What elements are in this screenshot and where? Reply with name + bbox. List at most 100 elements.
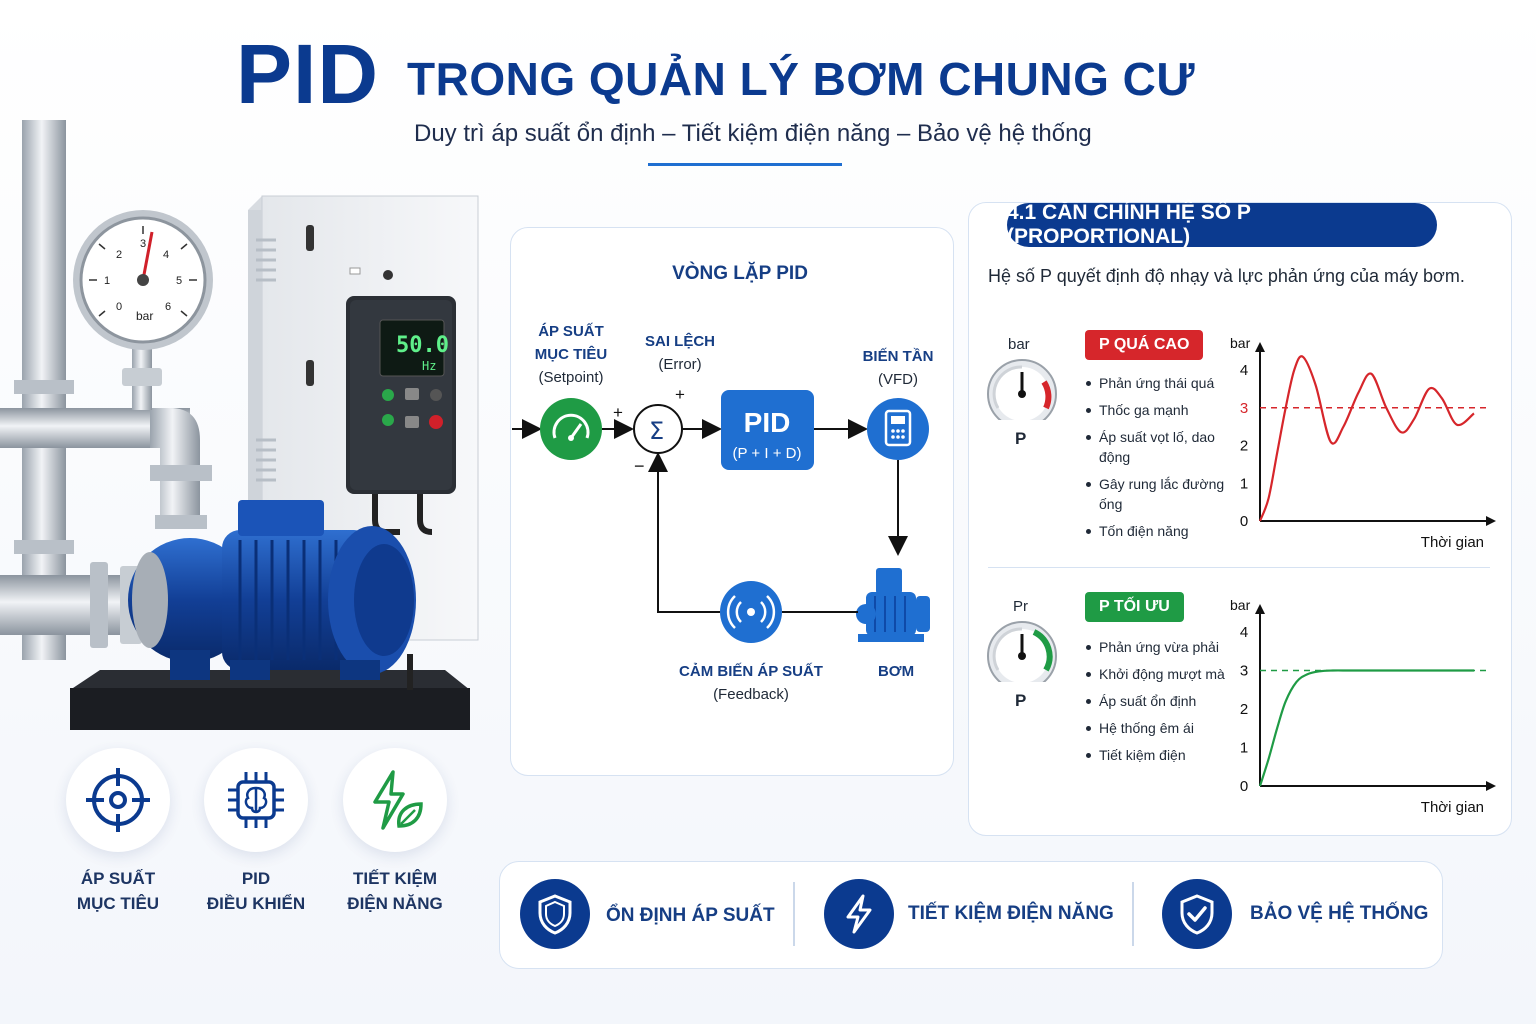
vfd-fwd-button[interactable] xyxy=(382,414,394,426)
benefit-label: ỔN ĐỊNH ÁP SUẤT xyxy=(606,905,775,926)
lightning-icon xyxy=(846,894,872,934)
feature-pid-circle xyxy=(204,748,308,852)
gauge-tick-1: 1 xyxy=(104,275,110,287)
setpoint-node xyxy=(540,398,602,460)
page-subtitle: Duy trì áp suất ổn định – Tiết kiệm điện… xyxy=(414,120,1092,147)
benefit-icon-circle xyxy=(520,879,590,949)
chip-brain-icon xyxy=(228,772,284,828)
list-item: Gây rung lắc đường ống xyxy=(1084,474,1237,514)
title-pid: PID xyxy=(236,27,380,121)
error-label-sub: (Error) xyxy=(658,356,702,373)
section-badge: 4.1 CĂN CHỈNH HỆ SỐ P (PROPORTIONAL) xyxy=(1007,201,1437,248)
vfd-display-unit: Hz xyxy=(422,359,436,373)
sensor-label: CẢM BIẾN ÁP SUẤT (Feedback) xyxy=(660,660,842,706)
vfd-display-value: 50.0 xyxy=(396,333,449,358)
p-tuning-panel xyxy=(968,202,1512,836)
setpoint-label-sub: (Setpoint) xyxy=(538,369,604,386)
sigma-icon: Σ xyxy=(649,417,664,445)
benefit-icon-circle xyxy=(1162,879,1232,949)
chart-high-y-label: bar xyxy=(1230,335,1251,351)
gauge-high-label: P xyxy=(1015,429,1027,448)
gauge-optimal-unit: Pr xyxy=(1013,598,1028,615)
tag-p-optimal: P TỐI ƯU xyxy=(1085,592,1184,622)
setpoint-label-line: MỤC TIÊU xyxy=(534,346,608,363)
list-item: Áp suất vọt lố, dao động xyxy=(1084,427,1237,467)
vfd-stop-button[interactable] xyxy=(429,415,443,429)
setpoint-label-line: ÁP SUẤT xyxy=(538,323,604,340)
list-item: Hệ thống êm ái xyxy=(1084,718,1237,738)
chart-high-x-label: Thời gian xyxy=(1421,534,1484,551)
feature-label-line: ÁP SUẤT xyxy=(80,869,156,888)
pid-loop-title: VÒNG LẶP PID xyxy=(672,263,808,284)
chart-high-y-arrow xyxy=(1255,342,1265,352)
chart-optimal-x-label: Thời gian xyxy=(1421,799,1484,816)
gauge-tick-6: 6 xyxy=(165,301,171,313)
list-item: Thốc ga mạnh xyxy=(1084,400,1237,420)
vfd-icon xyxy=(884,409,912,447)
sensor-signal-icon xyxy=(726,595,776,629)
feature-label-line: PID xyxy=(241,869,271,888)
gauge-tick-2: 2 xyxy=(116,249,122,261)
tag-p-high: P QUÁ CAO xyxy=(1085,330,1204,360)
feature-label-pid: PID ĐIỀU KHIỂN xyxy=(181,866,331,916)
vfd-run-button[interactable] xyxy=(382,389,394,401)
chart-optimal-y-arrow xyxy=(1255,604,1265,614)
vfd-node xyxy=(867,398,929,460)
section-divider xyxy=(988,567,1490,568)
sensor-label-line: CẢM BIẾN ÁP SUẤT xyxy=(679,663,823,680)
feature-target-circle xyxy=(66,748,170,852)
speedometer-icon xyxy=(552,413,590,439)
gauge-tick-5: 5 xyxy=(176,275,182,287)
feature-label-line: TIẾT KIỆM xyxy=(352,869,438,888)
chart-high-y-tick-label: 4 xyxy=(1240,362,1248,379)
pid-block-title: PID xyxy=(744,407,791,438)
vfd-down-key[interactable] xyxy=(405,416,419,428)
plus-sign: + xyxy=(613,403,623,422)
list-item: Áp suất ổn định xyxy=(1084,691,1237,711)
chart-optimal-x-arrow xyxy=(1486,781,1496,791)
gauge-high-unit: bar xyxy=(1008,336,1030,353)
strip-divider xyxy=(1132,882,1134,946)
chart-high-y-tick-label: 0 xyxy=(1240,513,1248,530)
list-item: Tiết kiệm điện xyxy=(1084,745,1237,765)
chart-optimal-y-label: bar xyxy=(1230,597,1251,613)
bolt-leaf-icon xyxy=(373,770,423,830)
gauge-optimal-label: P xyxy=(1015,691,1027,710)
benefit-label: BẢO VỆ HỆ THỐNG xyxy=(1250,903,1429,924)
minus-sign: − xyxy=(634,456,645,476)
feature-label-line: ĐIỀU KHIỂN xyxy=(206,894,306,913)
chart-high-y-tick-label: 3 xyxy=(1240,400,1248,417)
section-description: Hệ số P quyết định độ nhạy và lực phản ứ… xyxy=(988,266,1465,286)
gauge-tick-3: 3 xyxy=(140,238,146,250)
shield-icon xyxy=(538,894,572,935)
plus-sign: + xyxy=(675,385,685,404)
benefit-label: TIẾT KIỆM ĐIỆN NĂNG xyxy=(908,903,1114,924)
feature-label-target: ÁP SUẤT MỤC TIÊU xyxy=(43,866,193,916)
list-item: Khởi động mượt mà xyxy=(1084,664,1237,684)
vfd-up-key[interactable] xyxy=(405,388,419,400)
benefit-icon-circle xyxy=(824,879,894,949)
feature-energy-circle xyxy=(343,748,447,852)
pid-loop-diagram: Σ PID (P + I + D) + + − xyxy=(512,385,930,643)
high-p-bullets: Phản ứng thái quá Thốc ga mạnh Áp suất v… xyxy=(1084,373,1237,548)
strip-divider xyxy=(793,882,795,946)
list-item: Phản ứng thái quá xyxy=(1084,373,1237,393)
feature-label-energy: TIẾT KIỆM ĐIỆN NĂNG xyxy=(320,866,470,916)
pid-block-sub: (P + I + D) xyxy=(733,445,802,462)
vfd-label: BIẾN TẦN (VFD) xyxy=(848,345,948,391)
target-icon xyxy=(86,768,150,832)
list-item: Phản ứng vừa phải xyxy=(1084,637,1237,657)
chart-optimal-series-line xyxy=(1258,669,1474,787)
benefits-strip xyxy=(499,861,1443,969)
chart-optimal-y-tick-label: 1 xyxy=(1240,740,1248,757)
chart-optimal-y-tick-label: 3 xyxy=(1240,663,1248,680)
pid-loop-panel xyxy=(510,227,954,776)
chart-optimal-y-tick-label: 4 xyxy=(1240,624,1248,641)
vfd-label-sub: (VFD) xyxy=(878,371,918,388)
page-title: TRONG QUẢN LÝ BƠM CHUNG CƯ xyxy=(407,53,1196,105)
error-label-line: SAI LỆCH xyxy=(644,333,715,350)
pump-icon xyxy=(856,568,930,642)
chart-high-series-line xyxy=(1258,355,1475,522)
